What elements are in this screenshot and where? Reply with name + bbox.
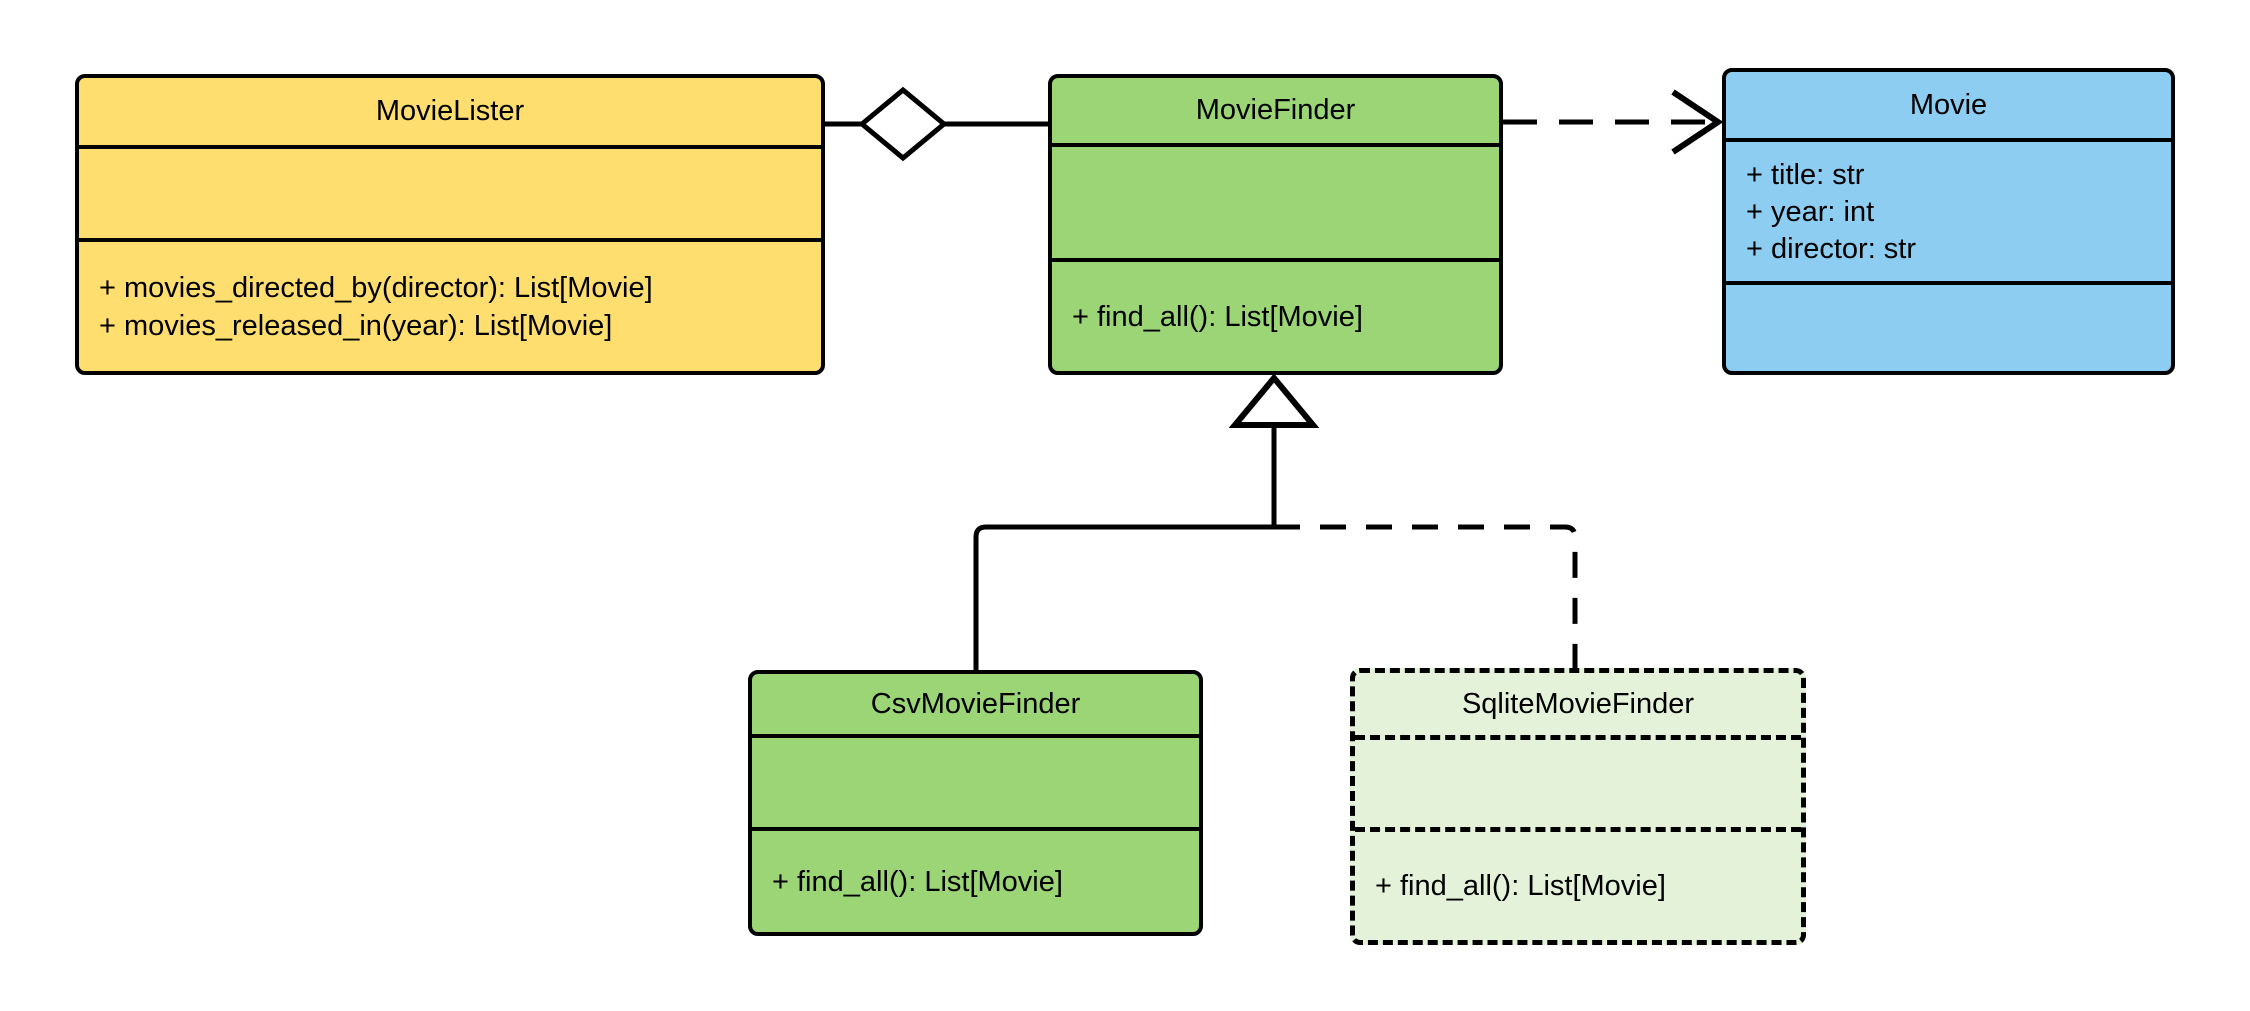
class-box-movie-lister[interactable]: MovieLister + movies_directed_by(directo… (75, 74, 825, 375)
class-attribute-item: + director: str (1746, 233, 1917, 266)
class-name-compartment: CsvMovieFinder (752, 674, 1199, 734)
class-methods-compartment: + find_all(): List[Movie] (1355, 827, 1801, 940)
class-name-label: MovieLister (375, 95, 525, 127)
class-attributes-compartment: + title: str + year: int + director: str (1726, 138, 2171, 281)
class-name-label: Movie (1909, 88, 1988, 121)
class-box-movie[interactable]: Movie + title: str + year: int + directo… (1722, 68, 2175, 375)
class-attribute-item: + title: str (1746, 158, 1865, 191)
relationship-dependency-finder-movie (1503, 89, 1724, 155)
class-attributes-compartment (752, 734, 1199, 827)
relationship-aggregation-lister-finder (825, 86, 1048, 162)
relationship-generalization-sqlite (1274, 524, 1578, 668)
class-box-movie-finder[interactable]: MovieFinder + find_all(): List[Movie] (1048, 74, 1503, 375)
class-methods-compartment: + find_all(): List[Movie] (1052, 258, 1499, 371)
class-attributes-compartment (79, 145, 821, 238)
hollow-triangle-marker (1228, 373, 1320, 428)
relationship-generalization-csv (973, 524, 1274, 670)
relationship-generalization-trunk (1228, 373, 1320, 527)
class-name-compartment: MovieFinder (1052, 78, 1499, 143)
class-box-csv-movie-finder[interactable]: CsvMovieFinder + find_all(): List[Movie] (748, 670, 1203, 936)
class-name-label: SqliteMovieFinder (1461, 687, 1695, 720)
class-name-compartment: Movie (1726, 72, 2171, 138)
class-method-item: + find_all(): List[Movie] (1072, 300, 1363, 333)
open-arrow-marker (1671, 89, 1724, 155)
class-methods-compartment: + find_all(): List[Movie] (752, 827, 1199, 932)
class-method-item: + movies_released_in(year): List[Movie] (99, 309, 613, 342)
class-method-item: + find_all(): List[Movie] (1375, 870, 1666, 903)
class-attributes-compartment (1355, 735, 1801, 827)
class-attributes-compartment (1052, 143, 1499, 258)
class-name-label: CsvMovieFinder (870, 687, 1081, 720)
generalization-branch-csv (973, 524, 1274, 670)
hollow-diamond-marker (858, 86, 948, 162)
class-attribute-item: + year: int (1746, 195, 1875, 228)
class-method-item: + movies_directed_by(director): List[Mov… (99, 272, 653, 305)
class-methods-compartment: + movies_directed_by(director): List[Mov… (79, 238, 821, 371)
class-name-compartment: SqliteMovieFinder (1355, 673, 1801, 735)
class-method-item: + find_all(): List[Movie] (772, 865, 1063, 898)
class-name-label: MovieFinder (1195, 94, 1356, 126)
class-box-sqlite-movie-finder[interactable]: SqliteMovieFinder + find_all(): List[Mov… (1350, 668, 1806, 945)
class-name-compartment: MovieLister (79, 78, 821, 145)
generalization-branch-sqlite (1274, 524, 1578, 668)
class-methods-compartment (1726, 281, 2171, 371)
